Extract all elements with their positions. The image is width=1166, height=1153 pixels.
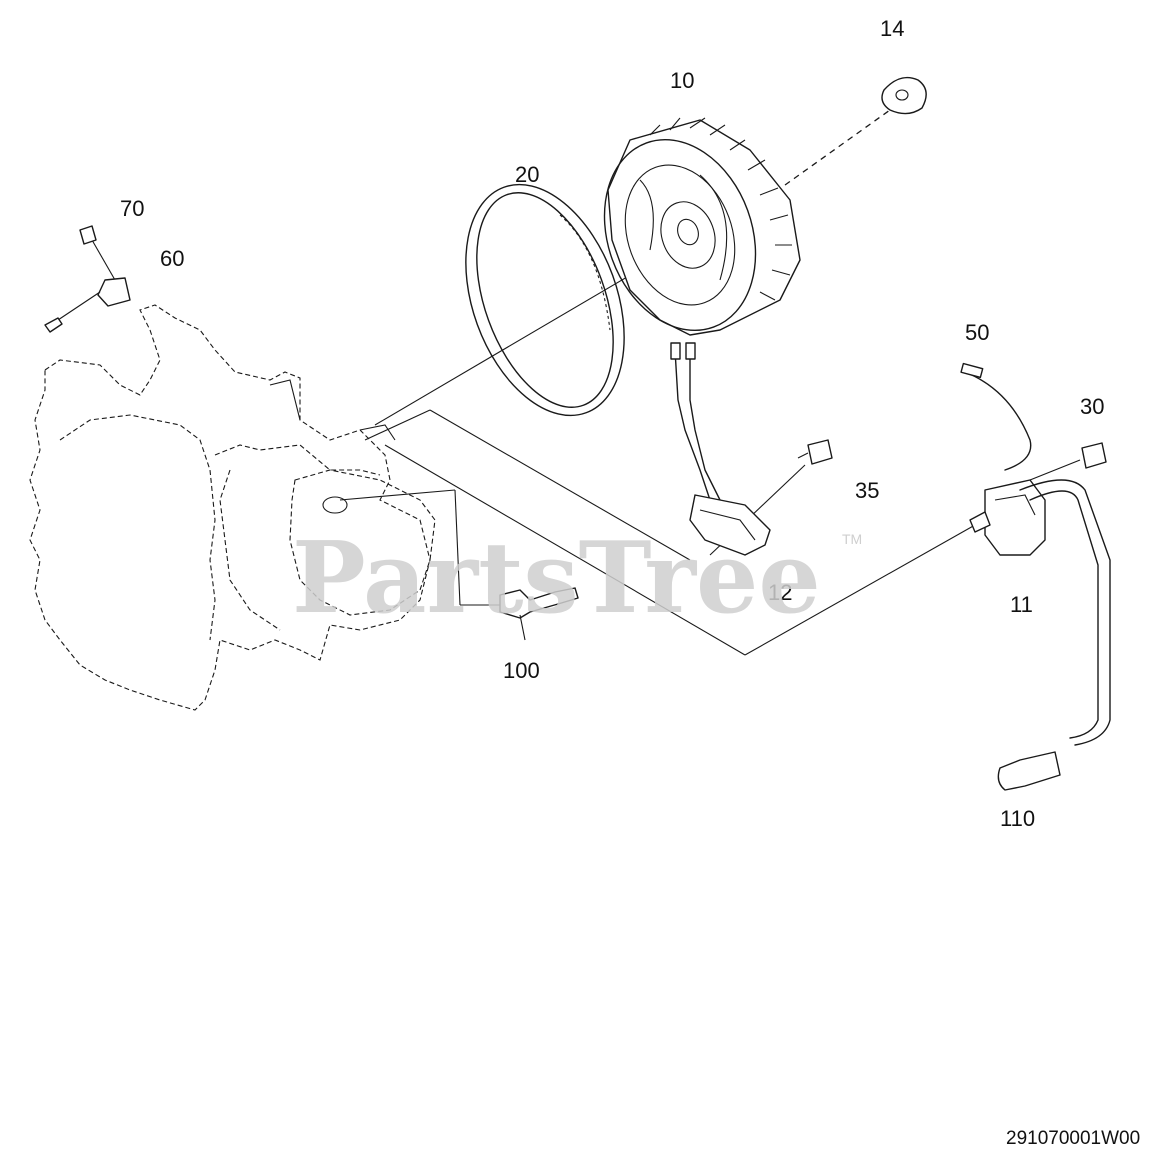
watermark: PartsTree: [292, 521, 821, 636]
callout-10: 10: [670, 68, 694, 93]
callout-100: 100: [503, 658, 540, 683]
ignition-coil: [960, 362, 1111, 791]
watermark-tm: TM: [842, 531, 862, 547]
ring-gear: [465, 183, 625, 417]
washer: [881, 76, 927, 115]
diagram-code: 291070001W00: [1006, 1128, 1140, 1149]
bolt-and-sensor: [44, 225, 131, 333]
callout-60: 60: [160, 246, 184, 271]
charge-coil: [670, 342, 771, 556]
callout-50: 50: [965, 320, 989, 345]
flywheel: [603, 117, 801, 336]
callout-20: 20: [515, 162, 539, 187]
bolt-35: [797, 439, 833, 465]
callout-30: 30: [1080, 394, 1104, 419]
callout-12: 12: [768, 580, 792, 605]
callout-70: 70: [120, 196, 144, 221]
callout-35: 35: [855, 478, 879, 503]
callout-11: 11: [1010, 592, 1033, 617]
callout-110: 110: [1000, 806, 1035, 831]
engine-block: [29, 304, 436, 711]
spark-plug: [499, 587, 579, 641]
callout-14: 14: [880, 16, 904, 41]
